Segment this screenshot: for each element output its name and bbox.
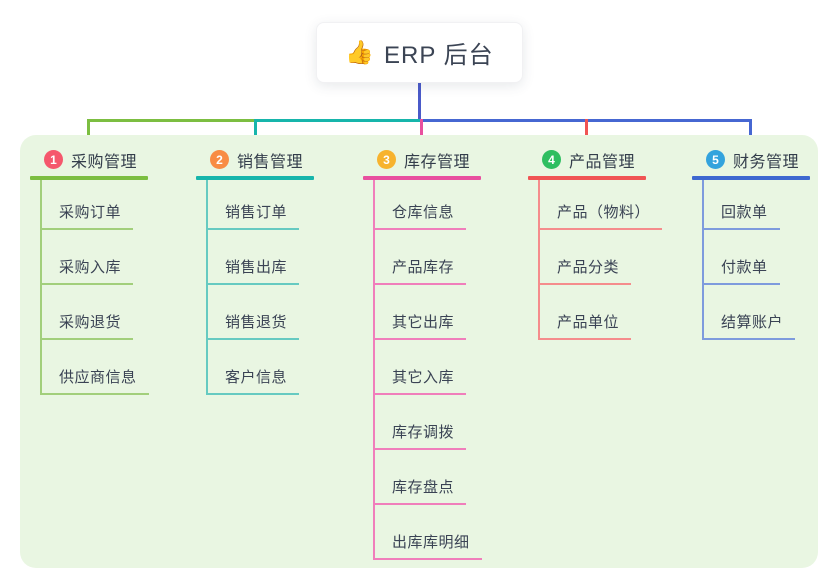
- branch-underline: [692, 176, 810, 180]
- child-label: 出库库明细: [375, 531, 482, 560]
- child-label: 仓库信息: [375, 201, 467, 230]
- branch-children: 仓库信息 产品库存 其它出库 其它入库 库存调拨 库存盘点 出库库明细: [373, 180, 482, 560]
- child-node[interactable]: 产品库存: [375, 230, 481, 285]
- branch-node[interactable]: 5 财务管理: [692, 143, 810, 176]
- child-label: 产品库存: [375, 256, 467, 285]
- connector-stub-product: [585, 119, 588, 150]
- child-node[interactable]: 销售退货: [208, 285, 314, 340]
- child-node[interactable]: 销售出库: [208, 230, 314, 285]
- child-label: 采购入库: [42, 256, 134, 285]
- child-node[interactable]: 出库库明细: [375, 505, 482, 560]
- child-node[interactable]: 仓库信息: [375, 180, 481, 230]
- branch-title: 库存管理: [404, 153, 471, 171]
- branch-purchase: 1 采购管理 采购订单 采购入库 采购退货 供应商信息: [30, 143, 149, 395]
- branch-children: 采购订单 采购入库 采购退货 供应商信息: [40, 180, 149, 395]
- child-node[interactable]: 采购订单: [42, 180, 148, 230]
- branch-title: 财务管理: [733, 153, 800, 171]
- root-node[interactable]: 👍 ERP 后台: [316, 22, 523, 83]
- child-label: 产品（物料）: [540, 201, 663, 230]
- branches-panel: [20, 135, 818, 568]
- branch-number-badge: 1: [44, 150, 63, 169]
- child-node[interactable]: 产品分类: [540, 230, 646, 285]
- child-node[interactable]: 采购入库: [42, 230, 148, 285]
- child-label: 采购退货: [42, 311, 134, 340]
- branch-title: 销售管理: [237, 153, 304, 171]
- child-node[interactable]: 库存盘点: [375, 450, 481, 505]
- child-label: 结算账户: [704, 311, 796, 340]
- child-label: 销售订单: [208, 201, 300, 230]
- branch-node[interactable]: 4 产品管理: [528, 143, 646, 176]
- child-label: 付款单: [704, 256, 780, 285]
- branch-title: 产品管理: [569, 153, 636, 171]
- child-label: 回款单: [704, 201, 780, 230]
- branch-children: 销售订单 销售出库 销售退货 客户信息: [206, 180, 314, 395]
- connector-stub-purchase: [87, 119, 90, 150]
- branch-underline: [30, 176, 148, 180]
- child-node[interactable]: 产品（物料）: [540, 180, 663, 230]
- child-node[interactable]: 销售订单: [208, 180, 314, 230]
- child-node[interactable]: 其它出库: [375, 285, 481, 340]
- child-label: 供应商信息: [42, 366, 149, 395]
- branch-children: 回款单 付款单 结算账户: [702, 180, 810, 340]
- connector-stub-inventory: [420, 119, 423, 150]
- child-label: 库存调拨: [375, 421, 467, 450]
- branch-node[interactable]: 3 库存管理: [363, 143, 481, 176]
- child-label: 其它出库: [375, 311, 467, 340]
- connector-root-stem: [418, 83, 421, 120]
- branch-finance: 5 财务管理 回款单 付款单 结算账户: [692, 143, 810, 340]
- child-node[interactable]: 结算账户: [704, 285, 810, 340]
- branch-number-badge: 4: [542, 150, 561, 169]
- child-node[interactable]: 库存调拨: [375, 395, 481, 450]
- branch-underline: [196, 176, 314, 180]
- child-node[interactable]: 付款单: [704, 230, 810, 285]
- child-label: 采购订单: [42, 201, 134, 230]
- branch-inventory: 3 库存管理 仓库信息 产品库存 其它出库 其它入库 库存调拨 库存盘点 出库库…: [363, 143, 482, 560]
- branch-underline: [363, 176, 481, 180]
- child-label: 产品分类: [540, 256, 632, 285]
- branch-sales: 2 销售管理 销售订单 销售出库 销售退货 客户信息: [196, 143, 314, 395]
- thumbs-up-icon: 👍: [345, 39, 375, 65]
- branch-number-badge: 2: [210, 150, 229, 169]
- connector-bus-green: [87, 119, 254, 122]
- child-label: 产品单位: [540, 311, 632, 340]
- connector-bus-teal: [254, 119, 421, 122]
- child-node[interactable]: 供应商信息: [42, 340, 149, 395]
- branch-node[interactable]: 1 采购管理: [30, 143, 148, 176]
- child-node[interactable]: 客户信息: [208, 340, 314, 395]
- child-label: 其它入库: [375, 366, 467, 395]
- branch-product: 4 产品管理 产品（物料） 产品分类 产品单位: [528, 143, 663, 340]
- branch-node[interactable]: 2 销售管理: [196, 143, 314, 176]
- child-node[interactable]: 其它入库: [375, 340, 481, 395]
- child-label: 库存盘点: [375, 476, 467, 505]
- child-node[interactable]: 回款单: [704, 180, 810, 230]
- branch-underline: [528, 176, 646, 180]
- branch-children: 产品（物料） 产品分类 产品单位: [538, 180, 663, 340]
- root-label: ERP 后台: [384, 42, 494, 69]
- child-label: 销售出库: [208, 256, 300, 285]
- branch-number-badge: 3: [377, 150, 396, 169]
- child-label: 客户信息: [208, 366, 300, 395]
- child-node[interactable]: 产品单位: [540, 285, 646, 340]
- branch-title: 采购管理: [71, 153, 138, 171]
- child-node[interactable]: 采购退货: [42, 285, 148, 340]
- branch-number-badge: 5: [706, 150, 725, 169]
- child-label: 销售退货: [208, 311, 300, 340]
- connector-stub-sales: [254, 119, 257, 150]
- connector-stub-finance: [749, 119, 752, 150]
